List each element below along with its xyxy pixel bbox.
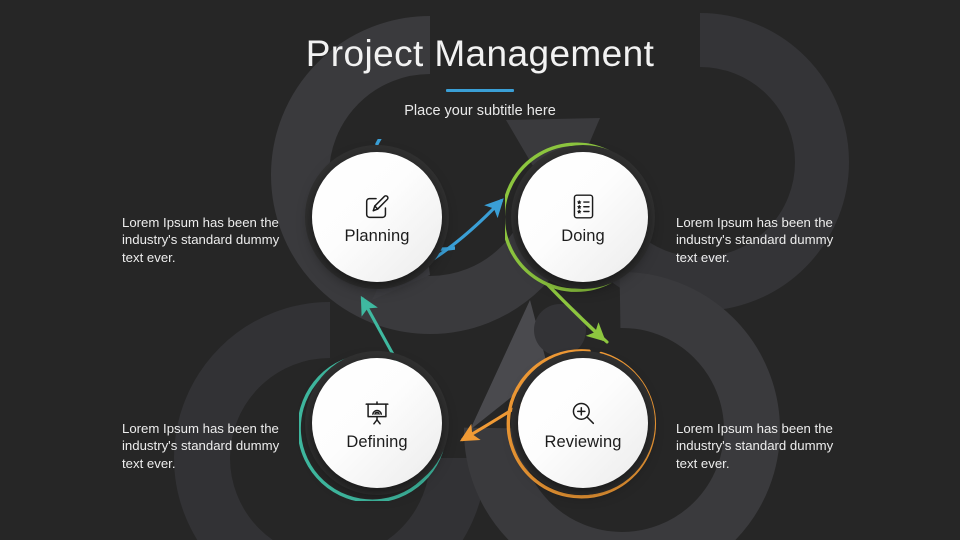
node-ring-doing — [505, 142, 613, 292]
node-label-planning: Planning — [344, 226, 410, 245]
caption-reviewing: Lorem Ipsum has been the industry's stan… — [676, 421, 834, 471]
title-divider — [446, 88, 514, 92]
caption-planning: Lorem Ipsum has been the industry's stan… — [122, 215, 280, 265]
node-disc-doing[interactable]: Doing — [518, 152, 648, 282]
caption-defining: Lorem Ipsum has been the industry's stan… — [122, 421, 280, 471]
checklist-icon — [566, 190, 600, 224]
node-defining[interactable]: Defining — [299, 354, 447, 501]
watermark-cycle-bottom-left — [174, 302, 486, 540]
node-planning[interactable]: Planning — [312, 139, 455, 282]
node-disc-reviewing[interactable]: Reviewing — [518, 358, 648, 488]
node-ring-defining — [299, 354, 447, 501]
node-label-defining: Defining — [346, 432, 408, 451]
caption-doing: Lorem Ipsum has been the industry's stan… — [676, 215, 834, 265]
slide-header: Project Management Place your subtitle h… — [0, 0, 960, 119]
node-disc-defining[interactable]: Defining — [312, 358, 442, 488]
node-label-reviewing: Reviewing — [544, 432, 622, 451]
arrow-planning-to-doing — [423, 198, 504, 267]
node-label-doing: Doing — [561, 226, 605, 245]
pencil-edit-icon — [360, 190, 394, 224]
page-title: Project Management — [305, 33, 655, 74]
watermark-cycle-bottom-right — [463, 271, 780, 540]
node-doing[interactable]: Doing — [505, 142, 648, 292]
node-ring-reviewing — [506, 349, 656, 499]
magnifier-plus-icon — [566, 396, 600, 430]
presentation-board-icon — [360, 396, 394, 430]
node-disc-planning[interactable]: Planning — [312, 152, 442, 282]
page-subtitle: Place your subtitle here — [404, 102, 556, 119]
node-reviewing[interactable]: Reviewing — [506, 349, 656, 499]
